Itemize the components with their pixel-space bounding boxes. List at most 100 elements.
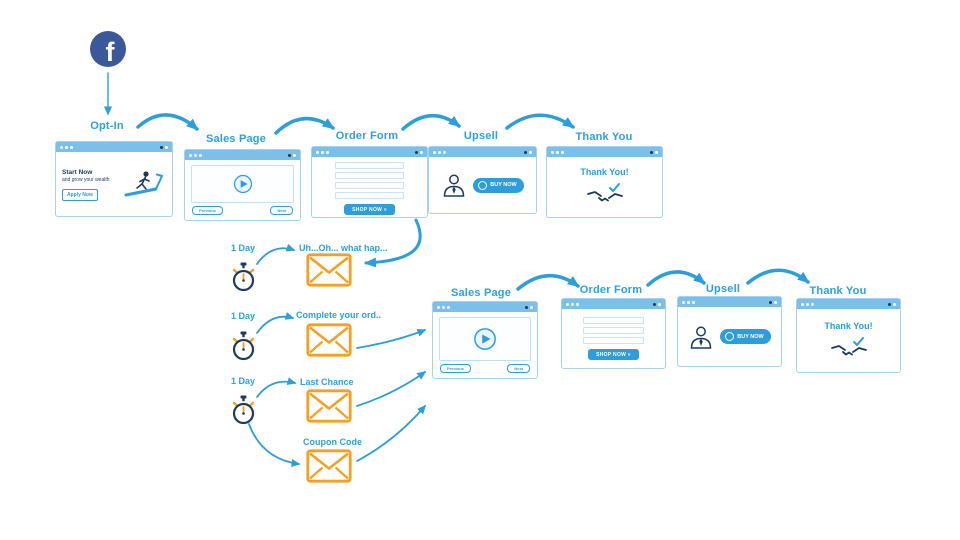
form-field[interactable]	[335, 162, 404, 169]
window-dots-left	[316, 150, 329, 154]
arrow-timer3-to-email4	[248, 423, 301, 467]
step-label-order-top: Order Form	[335, 130, 399, 142]
thank-you-text: Thank You!	[824, 320, 873, 331]
sales-footer: Previous Next	[433, 364, 537, 378]
facebook-letter: f	[105, 37, 115, 67]
step-label-thankyou-top: Thank You	[575, 131, 633, 143]
sales-footer: Previous Next	[185, 206, 300, 220]
window-thankyou-top: Thank You!	[546, 146, 663, 218]
window-dots-right	[160, 145, 168, 149]
window-header	[312, 147, 427, 157]
window-thankyou-bottom: Thank You!	[796, 298, 901, 373]
facebook-icon[interactable]: f	[90, 31, 126, 67]
window-dots-left	[189, 153, 202, 157]
shop-now-button[interactable]: SHOP NOW »	[588, 349, 639, 360]
email-subject-3: Last Chance	[300, 377, 354, 387]
envelope-icon	[306, 253, 352, 287]
shop-now-button[interactable]: SHOP NOW »	[344, 204, 395, 215]
arrow-order-to-email1	[364, 218, 422, 268]
video-player	[439, 317, 531, 361]
arrow-order-to-upsell	[401, 113, 461, 131]
thank-you-text: Thank You!	[580, 167, 629, 177]
window-dots-left	[682, 300, 695, 304]
window-dots-right	[525, 305, 533, 309]
window-header	[429, 147, 536, 157]
next-button[interactable]: Next	[507, 364, 530, 373]
arrow-email4-to-sales	[356, 404, 426, 462]
form-field[interactable]	[582, 327, 645, 334]
step-label-order-bottom: Order Form	[579, 284, 643, 296]
buy-now-label: BUY NOW	[490, 182, 517, 188]
window-header	[56, 142, 172, 152]
optin-headline: Start Now	[62, 169, 93, 176]
form-field[interactable]	[582, 337, 645, 344]
window-dots-left	[566, 302, 579, 306]
window-upsell-bottom: BUY NOW	[677, 296, 782, 367]
window-dots-right	[415, 150, 423, 154]
email-delay-1: 1 Day	[230, 243, 256, 253]
arrow-upsell-to-thankyou	[505, 113, 575, 130]
window-order-bottom: SHOP NOW »	[561, 298, 666, 369]
play-button-icon[interactable]	[473, 327, 497, 351]
envelope-icon	[306, 449, 352, 483]
window-dots-left	[433, 150, 446, 154]
window-optin: Start Now and grow your wealth Apply Now	[55, 141, 173, 217]
step-label-upsell-bottom: Upsell	[705, 283, 741, 295]
window-dots-right	[288, 153, 296, 157]
window-dots-right	[524, 150, 532, 154]
envelope-icon	[306, 389, 352, 423]
handshake-check-icon	[586, 181, 624, 207]
email-subject-1: Uh...Oh... what hap...	[299, 243, 388, 253]
window-dots-right	[653, 302, 661, 306]
step-label-thankyou-bottom: Thank You	[809, 285, 867, 297]
window-header	[433, 302, 537, 312]
window-dots-right	[650, 150, 658, 154]
buy-now-button[interactable]: BUY NOW	[473, 177, 524, 193]
arrow-upsell2-to-thankyou2	[746, 268, 810, 285]
window-dots-right	[769, 300, 777, 304]
timer-icon	[230, 331, 257, 361]
arrow-email3-to-sales	[356, 371, 427, 407]
form-field[interactable]	[335, 182, 404, 189]
apply-now-button[interactable]: Apply Now	[62, 189, 98, 201]
timer-icon	[230, 262, 257, 292]
window-dots-left	[60, 145, 73, 149]
window-header	[562, 299, 665, 309]
play-button-icon[interactable]	[233, 174, 253, 194]
form-field[interactable]	[335, 192, 404, 199]
buy-now-button[interactable]: BUY NOW	[720, 329, 771, 344]
buy-badge-icon	[725, 332, 735, 341]
form-field[interactable]	[335, 172, 404, 179]
next-button[interactable]: Next	[270, 206, 293, 215]
window-sales-top: Previous Next	[184, 149, 301, 221]
video-player	[191, 165, 294, 203]
email-subject-2: Complete your ord..	[296, 310, 382, 320]
envelope-icon	[306, 323, 352, 357]
step-label-upsell-top: Upsell	[463, 130, 499, 142]
window-upsell-top: BUY NOW	[428, 146, 537, 214]
arrow-email2-to-sales	[356, 328, 427, 349]
window-sales-bottom: Previous Next	[432, 301, 538, 379]
optin-copy: Start Now and grow your wealth Apply Now	[62, 169, 114, 201]
email-delay-3: 1 Day	[230, 376, 256, 386]
step-label-sales-bottom: Sales Page	[450, 287, 512, 299]
window-dots-left	[551, 150, 564, 154]
window-dots-left	[801, 302, 814, 306]
window-order-top: SHOP NOW »	[311, 146, 428, 218]
customer-icon	[688, 325, 714, 349]
previous-button[interactable]: Previous	[192, 206, 223, 215]
window-dots-left	[437, 305, 450, 309]
treadmill-icon	[116, 168, 168, 202]
form-field[interactable]	[582, 317, 645, 324]
window-dots-right	[888, 302, 896, 306]
window-header	[547, 147, 662, 157]
customer-icon	[441, 173, 467, 197]
window-header	[678, 297, 781, 307]
previous-button[interactable]: Previous	[440, 364, 471, 373]
timer-icon	[230, 395, 257, 425]
email-subject-4: Coupon Code	[303, 437, 362, 447]
step-label-optin: Opt-In	[90, 120, 124, 132]
buy-now-label: BUY NOW	[737, 333, 764, 340]
